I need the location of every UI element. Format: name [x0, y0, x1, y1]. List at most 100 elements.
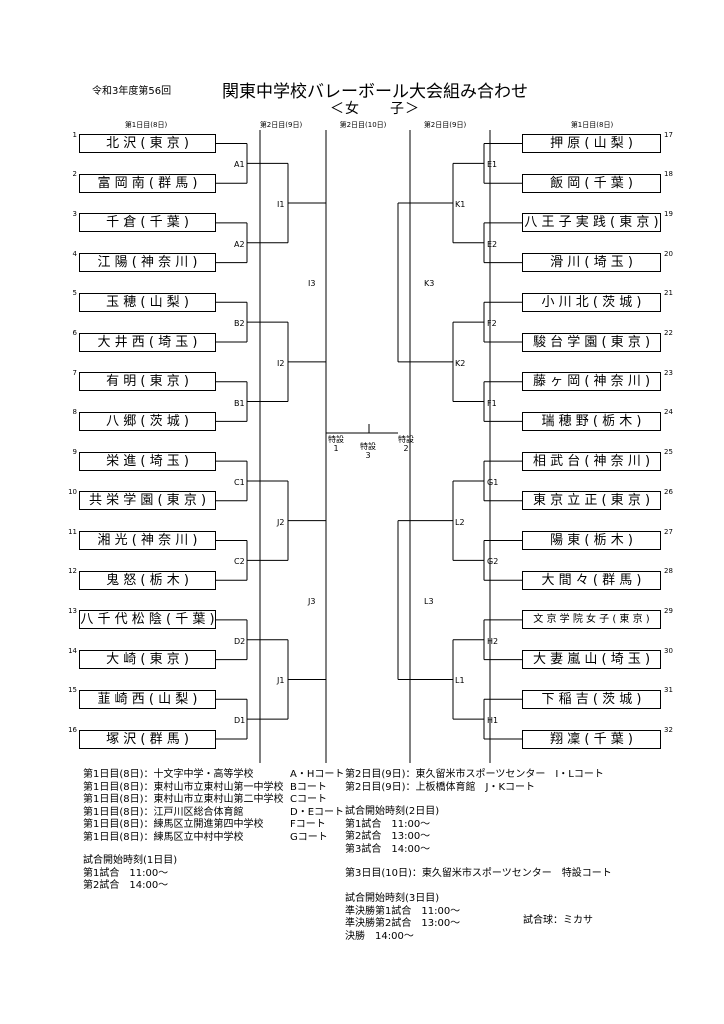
team-box: 八 郷 ( 茨 城 ): [79, 411, 216, 431]
team-number: 27: [664, 527, 673, 536]
day3-venue: 第3日目(10日)：東久留米市スポーツセンター 特設コート: [345, 868, 612, 879]
match-label: B2: [234, 319, 245, 329]
match-label: H2: [487, 636, 499, 646]
note-line: 試合開始時刻(3日目): [345, 893, 440, 904]
note-line: 第1試合 11:00～: [83, 867, 169, 879]
match-label: F1: [487, 398, 497, 408]
note-line: 試合開始時刻(2日目): [345, 806, 440, 817]
team-number: 24: [664, 408, 673, 417]
team-number: 3: [72, 209, 77, 218]
team-box: 北 沢 ( 東 京 ): [79, 134, 216, 153]
venue-row: 第2日目(9日)：上板橋体育館 J・Kコート: [345, 782, 604, 795]
match-label: I2: [277, 358, 285, 368]
match-label: L1: [455, 676, 465, 686]
team-number: 20: [664, 249, 673, 258]
team-box: 湘 光 ( 神 奈 川 ): [79, 531, 216, 550]
team-number: 15: [68, 686, 77, 695]
match-label: J2: [277, 517, 285, 527]
team-box: 鬼 怒 ( 栃 木 ): [79, 570, 216, 590]
team-number: 2: [72, 170, 77, 179]
venue-list-right: 第2日目(9日)：東久留米市スポーツセンター I・Lコート第2日目(9日)：上板…: [345, 769, 604, 794]
team-number: 30: [664, 646, 673, 655]
team-box: 瑞 穂 野 ( 栃 木 ): [522, 411, 661, 431]
note-line: 決勝 14:00～: [345, 930, 414, 942]
match-label: K1: [455, 200, 466, 210]
match-label: C1: [234, 477, 245, 487]
team-box: 翔 凜 ( 千 葉 ): [522, 729, 661, 749]
team-box: 陽 東 ( 栃 木 ): [522, 531, 661, 550]
team-number: 14: [68, 646, 77, 655]
match-label: D1: [234, 716, 246, 726]
match-label: J3: [308, 597, 316, 607]
match-label: F2: [487, 319, 497, 329]
team-number: 23: [664, 368, 673, 377]
note-line: D・Eコート: [290, 806, 345, 818]
team-number: 10: [68, 487, 77, 496]
right-day2-header: 第2日目(9日): [423, 121, 467, 129]
team-box: 大 崎 ( 東 京 ): [79, 650, 216, 670]
team-number: 21: [664, 289, 673, 298]
match-label: C2: [234, 557, 245, 567]
team-number: 16: [68, 726, 77, 734]
match-label: G2: [487, 557, 499, 567]
match-label: I3: [308, 279, 316, 289]
team-box: 押 原 ( 山 梨 ): [522, 134, 661, 153]
match-ball: 試合球：ミカサ: [523, 915, 593, 926]
team-number: 12: [68, 567, 77, 576]
note-line: 第2試合 14:00～: [83, 880, 169, 892]
note-line: Fコート: [290, 819, 326, 831]
team-number: 31: [664, 686, 673, 695]
team-number: 4: [72, 249, 77, 258]
match-label: A1: [234, 160, 245, 170]
venue-court: I・Lコート: [545, 769, 604, 780]
team-box: 小 川 北 ( 茨 城 ): [522, 292, 661, 312]
team-number: 18: [664, 170, 673, 179]
team-box: 有 明 ( 東 京 ): [79, 372, 216, 392]
note-line: 第1日目(8日)：練馬区立開進第四中学校: [83, 819, 264, 831]
note-line: 準決勝第2試合 13:00～: [345, 918, 461, 930]
note-line: Bコート: [290, 781, 327, 793]
team-box: 大 妻 嵐 山 ( 埼 玉 ): [522, 650, 661, 670]
team-box: 共 栄 学 園 ( 東 京 ): [79, 491, 216, 511]
note-line: Gコート: [290, 831, 328, 843]
left-day2-header: 第2日目(9日): [259, 121, 303, 129]
note-line: A・Hコート: [290, 769, 345, 780]
venue-list-left: 第1日目(8日)：十文字中学・高等学校第1日目(8日)：東村山市立東村山第一中学…: [83, 769, 284, 845]
match-label: B1: [234, 398, 245, 408]
match-label: K2: [455, 358, 466, 368]
match-label: K3: [424, 279, 435, 289]
note-line: 準決勝第1試合 11:00～: [345, 905, 461, 917]
team-number: 28: [664, 567, 673, 576]
page-title: 関東中学校バレーボール大会組み合わせ: [222, 82, 528, 102]
team-box: 藤 ヶ 岡 ( 神 奈 川 ): [522, 372, 661, 392]
team-number: 32: [664, 726, 673, 734]
venue-name: 第2日目(9日)：東久留米市スポーツセンター: [345, 769, 546, 780]
right-day1-header: 第1日目(8日): [570, 121, 614, 129]
note-line: 第1日目(8日)：江戸川区総合体育館: [83, 806, 244, 818]
team-box: 江 陽 ( 神 奈 川 ): [79, 253, 216, 273]
team-box: 大 井 西 ( 埼 玉 ): [79, 332, 216, 352]
team-number: 26: [664, 487, 673, 496]
match-label: E1: [487, 160, 498, 170]
team-number: 8: [72, 408, 77, 417]
team-box: 滑 川 ( 埼 玉 ): [522, 253, 661, 273]
team-number: 22: [664, 329, 673, 337]
page-subtitle: ＜女 子＞: [330, 101, 420, 117]
team-box: 千 倉 ( 千 葉 ): [79, 213, 216, 233]
team-box: 下 稲 吉 ( 茨 城 ): [522, 689, 661, 709]
note-line: 第3試合 14:00～: [345, 843, 431, 855]
day2-times: 試合開始時刻(2日目)第1試合 11:00～第2試合 13:00～第3試合 14…: [345, 806, 439, 856]
team-box: 駿 台 学 園 ( 東 京 ): [522, 332, 661, 352]
match-label: L2: [455, 517, 465, 527]
team-box: 相 武 台 ( 神 奈 川 ): [522, 451, 661, 471]
venue-name: 第2日目(9日)：上板橋体育館: [345, 781, 476, 793]
note-line: 第1日目(8日)：東村山市立東村山第一中学校: [83, 781, 284, 793]
team-box: 韮 崎 西 ( 山 梨 ): [79, 689, 216, 709]
team-number: 25: [664, 448, 673, 457]
note-line: 第1日目(8日)：東村山市立東村山第二中学校: [83, 794, 284, 806]
note-line: 試合開始時刻(1日目): [83, 855, 178, 866]
team-number: 17: [664, 130, 673, 139]
